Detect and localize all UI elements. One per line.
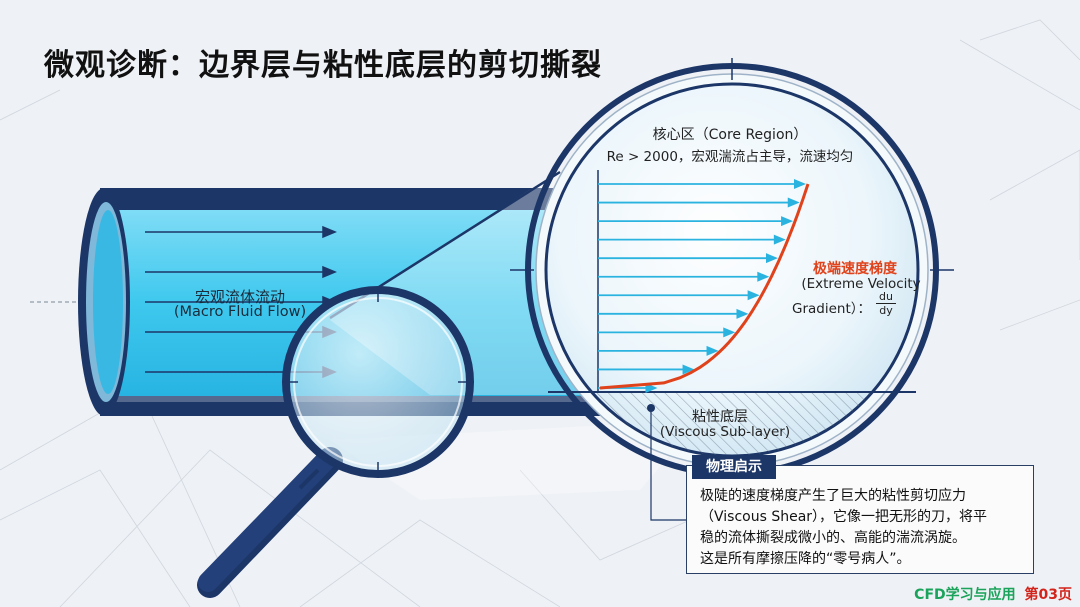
profile-arrow-head: [781, 216, 794, 227]
profile-arrow-head: [757, 271, 770, 282]
insight-line-4: 这是所有摩擦压降的“零号病人”。: [700, 551, 911, 567]
core-region-description: Re > 2000，宏观湍流占主导，流速均匀: [606, 149, 854, 165]
profile-arrow-head: [787, 197, 800, 208]
detail-view: [510, 58, 954, 521]
magnifier: [197, 286, 474, 598]
profile-arrow-head: [773, 234, 786, 245]
profile-arrow-head: [736, 308, 749, 319]
viscous-sublayer-label-en: (Viscous Sub-layer): [659, 424, 791, 440]
page-title: 微观诊断：边界层与粘性底层的剪切撕裂: [44, 48, 602, 83]
profile-arrow-head: [706, 345, 719, 356]
background-grid-lines: [0, 19, 1080, 607]
leader-line: [650, 408, 686, 521]
viscous-sublayer-label: 粘性底层: [692, 409, 748, 425]
gradient-fraction: du dy: [876, 290, 896, 317]
footer-brand: CFD学习与应用: [914, 587, 1016, 603]
profile-arrow-head: [723, 327, 736, 338]
insight-line-1: 极陡的速度梯度产生了巨大的粘性剪切应力: [700, 488, 966, 504]
profile-arrow-head: [682, 364, 695, 375]
insight-tag: 物理启示: [692, 455, 776, 479]
macro-flow-label: 宏观流体流动: [194, 288, 285, 306]
profile-arrow-head: [794, 179, 806, 189]
velocity-gradient-curve: [599, 183, 810, 390]
fraction-denominator: dy: [879, 304, 893, 317]
gradient-label-en: (Extreme Velocity: [801, 276, 921, 292]
gradient-label: 极端速度梯度: [813, 261, 897, 277]
profile-arrow-head: [765, 253, 778, 264]
fraction-numerator: du: [876, 290, 896, 304]
footer-page-number: 第03页: [1024, 587, 1072, 603]
insight-box: [686, 465, 1034, 574]
velocity-profile-arrows: [598, 179, 806, 393]
macro-flow-label-en: (Macro Fluid Flow): [173, 304, 307, 320]
insight-line-3: 稳的流体撕裂成微小的、高能的湍流涡旋。: [700, 530, 966, 546]
gradient-label-en-2: Gradient）：: [792, 301, 872, 317]
pipe-top-wall: [100, 188, 640, 210]
core-region-title: 核心区（Core Region）: [652, 127, 808, 143]
insight-line-2: （Viscous Shear），它像一把无形的刀，将平: [700, 509, 988, 525]
profile-arrow-head: [747, 290, 760, 301]
footer: CFD学习与应用 第03页: [914, 584, 1072, 604]
pipe-end-inner: [93, 210, 123, 394]
